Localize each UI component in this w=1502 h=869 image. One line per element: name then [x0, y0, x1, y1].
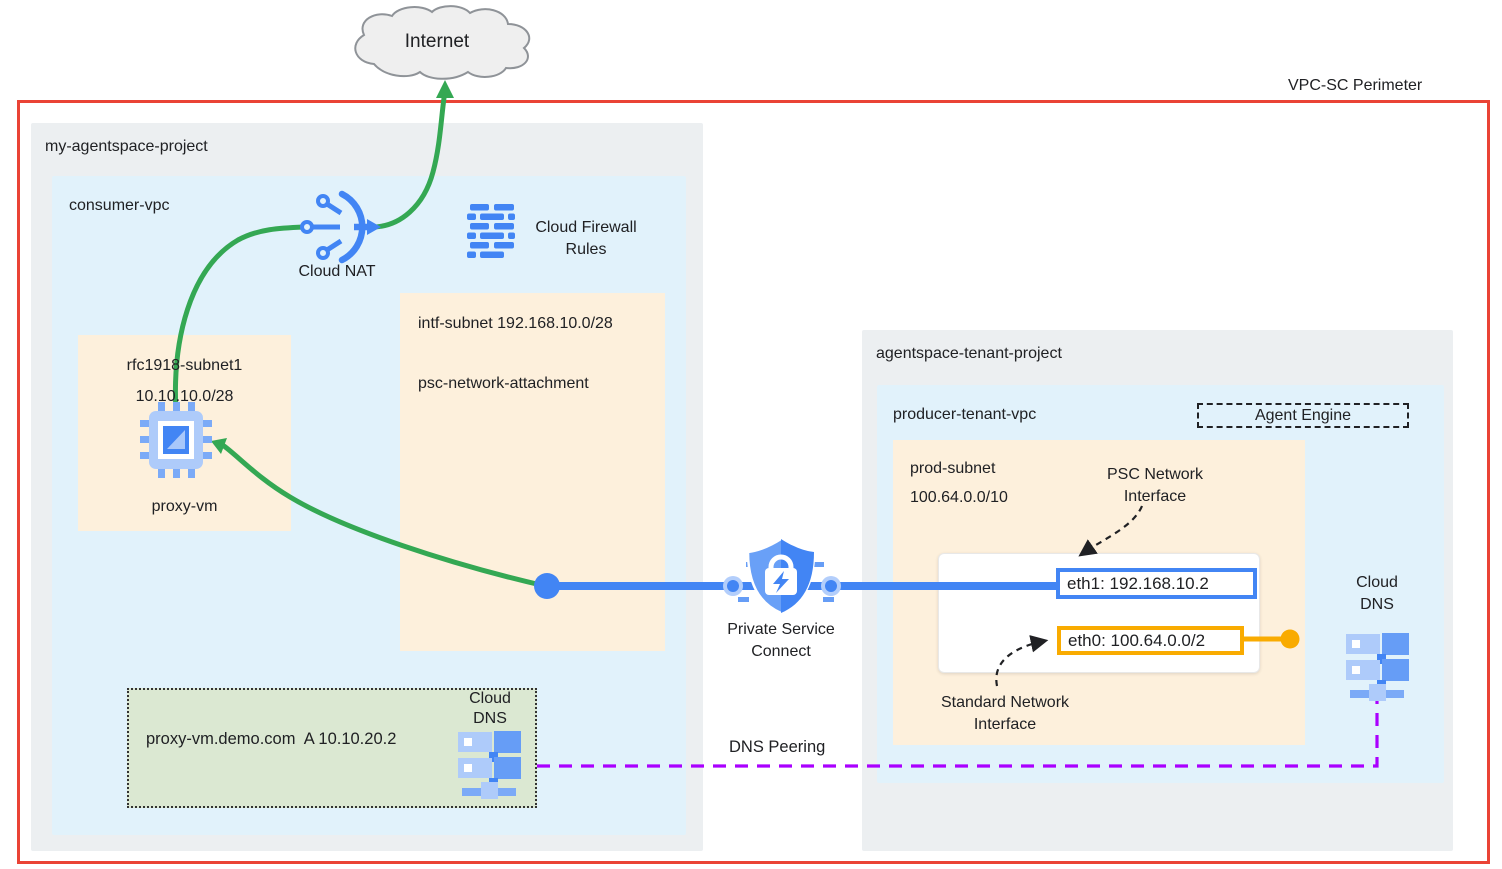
dns-zone-box	[127, 688, 537, 808]
rfc1918-subnet-box	[78, 335, 291, 531]
intf-subnet-box	[400, 293, 665, 651]
arrowhead-to-internet	[436, 80, 454, 98]
vm-interfaces-card	[938, 553, 1260, 673]
perimeter-label: VPC-SC Perimeter	[1288, 77, 1423, 94]
internet-label: Internet	[404, 31, 470, 52]
internet-cloud-icon	[354, 5, 531, 80]
